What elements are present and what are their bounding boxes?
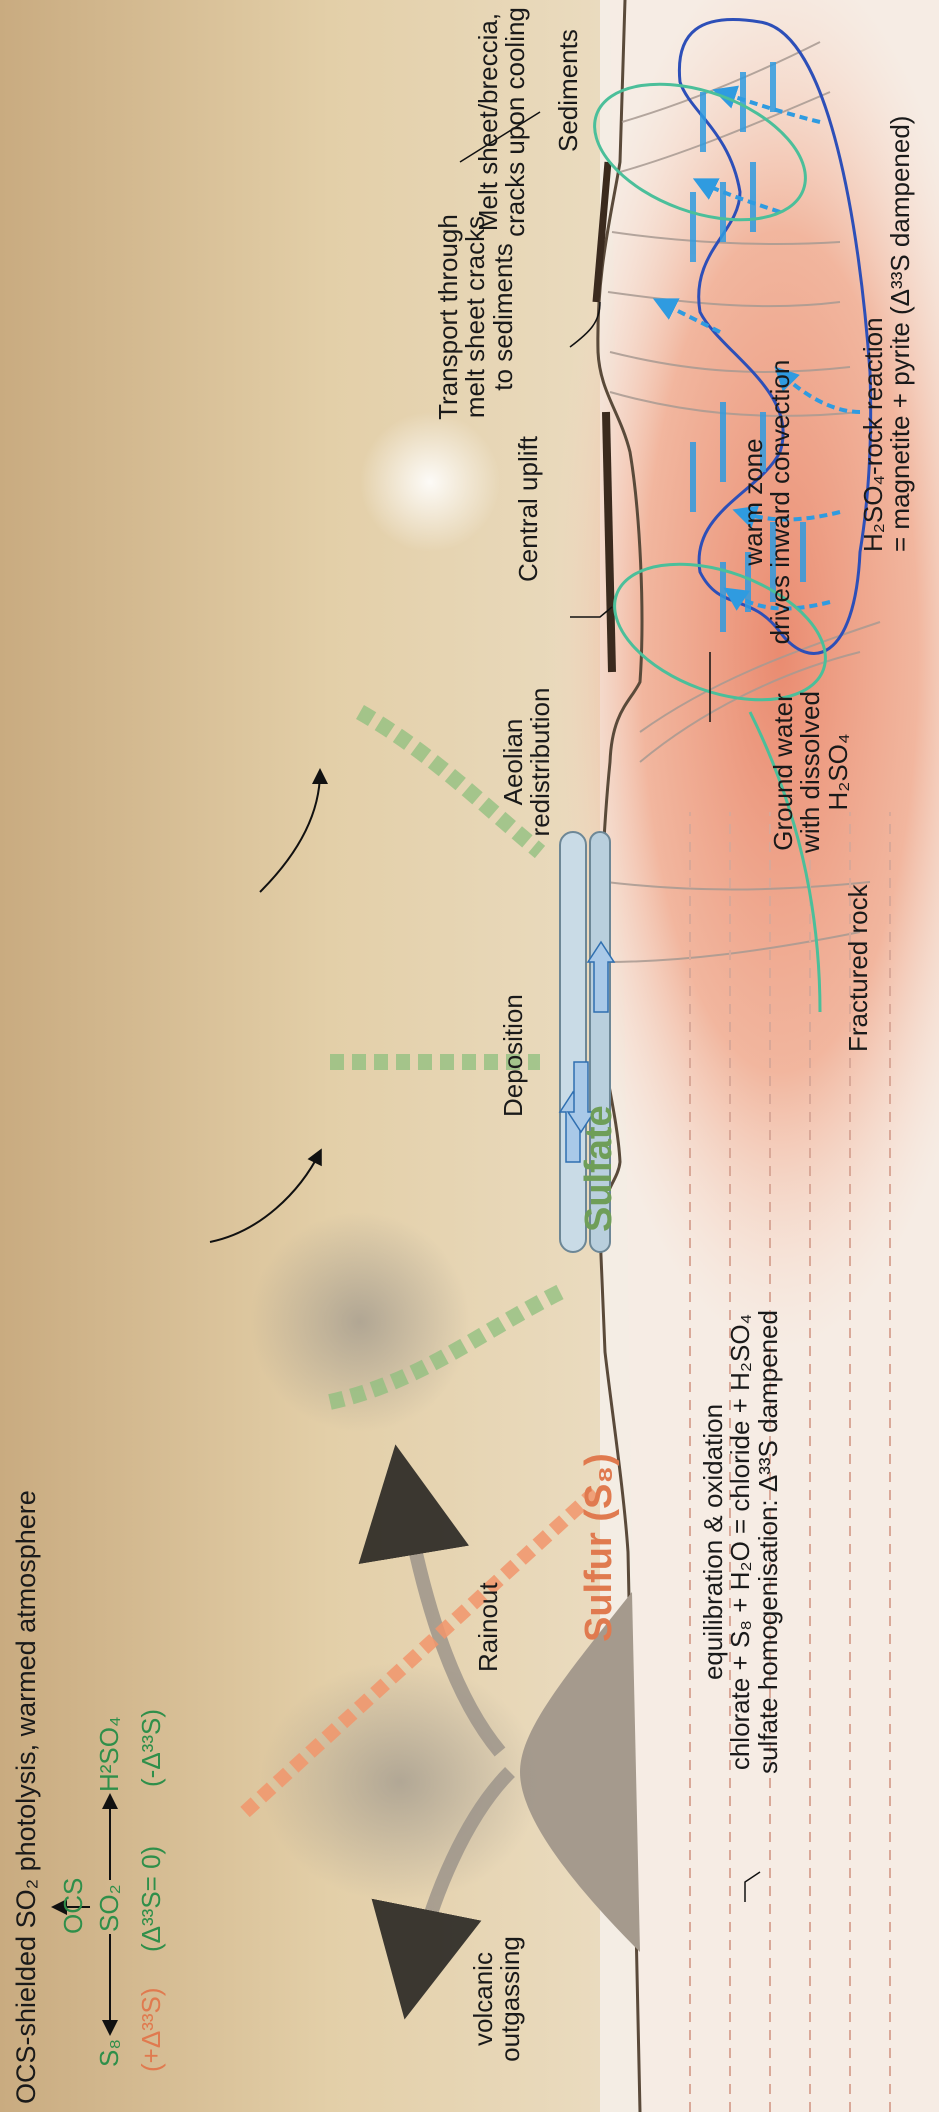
- ground-water-line-1: Ground water: [770, 682, 797, 862]
- sediments-label: Sediments: [555, 29, 582, 152]
- sulfate-label: Sulfate: [580, 1105, 620, 1232]
- rock-reaction-line-1: H₂SO₄-rock reaction: [860, 116, 887, 552]
- transport-line-1: Transport through: [435, 202, 462, 432]
- melt-line-1: Melt sheet/breccia,: [475, 2, 502, 242]
- reaction-line-3: sulfate homogenisation: Δ³³S dampened: [755, 1162, 782, 1922]
- warm-zone-label: warm zone drives inward convection: [740, 352, 795, 652]
- fractured-rock-label: Fractured rock: [845, 884, 872, 1052]
- h2so4-delta: (-Δ³³S): [138, 1709, 165, 1787]
- warm-line-1: warm zone: [740, 352, 767, 652]
- redistribution-text: redistribution: [527, 677, 554, 847]
- reaction-line-1: equilibration & oxidation: [700, 1162, 727, 1922]
- melt-sheet-label: Melt sheet/breccia, cracks upon cooling: [475, 2, 530, 242]
- species-ocs: OCS: [60, 1878, 87, 1934]
- reaction-line-2: chlorate + S₈ + H₂O = chloride + H₂SO₄: [727, 1162, 754, 1922]
- aeolian-text: Aeolian: [500, 677, 527, 847]
- reaction-text-block: equilibration & oxidation chlorate + S₈ …: [700, 1162, 782, 1922]
- volcanic-outgassing-label: volcanic outgassing: [470, 1924, 525, 2074]
- species-so2: SO₂: [96, 1884, 123, 1932]
- deposition-label: Deposition: [500, 994, 527, 1117]
- species-h2so4: H²SO₄: [96, 1716, 123, 1792]
- ground-water-line-3: H₂SO₄: [825, 682, 852, 862]
- sulfur-label: Sulfur (S₈): [580, 1453, 620, 1642]
- rock-reaction-label: H₂SO₄-rock reaction = magnetite + pyrite…: [860, 116, 915, 552]
- central-uplift-label: Central uplift: [515, 436, 542, 582]
- warm-line-2: drives inward convection: [767, 352, 794, 652]
- rock-reaction-line-2: = magnetite + pyrite (Δ³³S dampened): [887, 116, 914, 552]
- s8-delta: (+Δ³³S): [138, 1987, 165, 2072]
- so2-delta: (Δ³³S= 0): [138, 1846, 165, 1952]
- ground-water-label: Ground water with dissolved H₂SO₄: [770, 682, 852, 862]
- sun-glow: [360, 412, 500, 552]
- atmosphere-title: OCS-shielded SO₂ photolysis, warmed atmo…: [12, 1490, 40, 2104]
- aeolian-label: Aeolian redistribution: [500, 677, 555, 847]
- volcanic-text: volcanic: [470, 1924, 497, 2074]
- rainout-label: Rainout: [475, 1582, 502, 1672]
- species-s8: S₈: [96, 2039, 123, 2067]
- ground-water-line-2: with dissolved: [797, 682, 824, 862]
- melt-line-2: cracks upon cooling: [502, 2, 529, 242]
- outgassing-text: outgassing: [497, 1924, 524, 2074]
